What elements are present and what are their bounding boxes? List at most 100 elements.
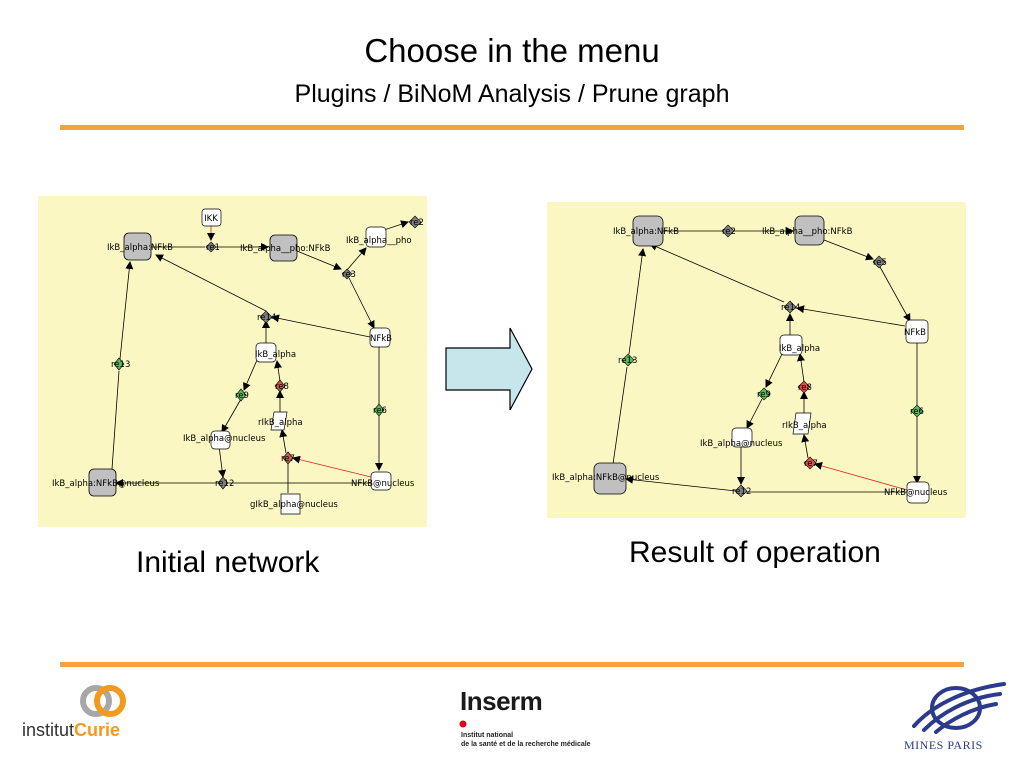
label-rikba: rIkB_alpha <box>258 418 303 428</box>
edge-re8-ikba <box>797 353 805 383</box>
reaction-re2[interactable] <box>408 215 422 229</box>
edge-complex-re13 <box>111 370 120 470</box>
edge-nfkbnuc-re7 <box>814 462 908 491</box>
label-pho-nfkb: IkB_alpha__pho:NFkB <box>240 244 331 254</box>
edges <box>111 220 409 493</box>
label-nfkb: NFkB <box>370 334 392 344</box>
label-ikk: IKK <box>204 214 218 224</box>
label-rikba: rIkB_alpha <box>782 421 827 431</box>
edge-re13-ikbanfkb <box>628 248 647 355</box>
mines-name: MINES PARIS <box>904 738 983 752</box>
edge-ikba-re9 <box>765 353 783 388</box>
label-re3: re3 <box>342 270 356 280</box>
edges <box>612 227 921 493</box>
label-re14: re14 <box>257 313 276 323</box>
node-ikba-nucleus[interactable] <box>210 430 231 450</box>
reaction-re2[interactable] <box>721 224 735 238</box>
reaction-re7[interactable] <box>803 456 817 470</box>
label-ikba-pho: IkB_alpha__pho <box>346 236 412 246</box>
top-divider <box>60 125 964 130</box>
curie-prefix: institut <box>22 720 75 740</box>
inserm-logo: Inserm Institut national de la santé et … <box>458 686 628 750</box>
edge-re8-ikba <box>274 360 282 382</box>
label-re6: re6 <box>373 406 387 416</box>
reaction-nodes <box>621 224 924 498</box>
label-re9: re9 <box>235 391 249 401</box>
node-ikba-nfkb[interactable] <box>632 215 664 247</box>
label-re9: re9 <box>757 390 771 400</box>
curie-wordmark: institutCurie <box>22 719 120 741</box>
reaction-re1[interactable] <box>205 241 217 253</box>
reaction-re3[interactable] <box>341 268 353 280</box>
label-re13: re13 <box>618 356 637 366</box>
node-nfkb[interactable] <box>905 319 929 344</box>
reaction-re8[interactable] <box>274 379 286 393</box>
edge-re3-nfkb <box>348 277 375 329</box>
reaction-re5[interactable] <box>872 255 886 269</box>
node-ikba[interactable] <box>779 334 803 356</box>
result-network-panel: IkB_alpha:NFkB IkB_alpha__pho:NFkB NFkB … <box>547 202 966 518</box>
node-complex-nucleus[interactable] <box>593 462 627 495</box>
node-pho-nfkb[interactable] <box>269 234 298 262</box>
reaction-re12[interactable] <box>217 476 229 490</box>
label-nfkb-nucleus: NFkB@nucleus <box>351 479 415 489</box>
node-nfkb-nucleus[interactable] <box>370 471 392 491</box>
node-nfkb[interactable] <box>369 327 391 348</box>
edge-re9-ikbanuc <box>221 398 242 433</box>
edge-pho-re3 <box>296 250 342 271</box>
transition-arrow <box>445 327 533 411</box>
edge-complex-re13 <box>612 366 628 465</box>
node-ikba-pho[interactable] <box>365 226 387 248</box>
label-complex-nucleus: IkB_alpha:NFkB@nucleus <box>552 473 660 483</box>
reaction-re9[interactable] <box>757 387 771 401</box>
slide-subtitle: Plugins / BiNoM Analysis / Prune graph <box>294 80 730 108</box>
label-complex-nucleus: IkB_alpha:NFkB@nucleus <box>52 479 160 489</box>
edge-re13-ikbanfkb <box>119 261 134 360</box>
curie-rings-icon <box>80 685 126 717</box>
label-nfkb-nucleus: NFkB@nucleus <box>884 488 948 498</box>
reaction-re13[interactable] <box>113 357 125 371</box>
label-pho-nfkb: IkB_alpha__pho:NFkB <box>762 227 853 237</box>
node-ikba[interactable] <box>255 342 277 363</box>
slide-title: Choose in the menu <box>364 32 660 69</box>
label-ikba-nfkb: IkB_alpha:NFkB <box>107 243 173 253</box>
reaction-re14[interactable] <box>259 310 273 324</box>
reaction-re13[interactable] <box>621 353 635 367</box>
species-nodes <box>88 208 392 515</box>
result-network-diagram: IkB_alpha:NFkB IkB_alpha__pho:NFkB NFkB … <box>547 202 966 518</box>
reaction-re12[interactable] <box>734 484 748 498</box>
inserm-line2: de la santé et de la recherche médicale <box>461 741 591 748</box>
node-nfkb-nucleus[interactable] <box>906 481 930 504</box>
bottom-divider <box>60 662 964 667</box>
inserm-line1: Institut national <box>461 732 514 739</box>
node-ikba-nucleus[interactable] <box>731 427 753 448</box>
node-rikba[interactable] <box>270 411 288 431</box>
reaction-re9[interactable] <box>235 388 247 402</box>
edge-re7-rikba <box>279 429 288 454</box>
reaction-nodes <box>113 215 422 490</box>
node-gikba-nucleus[interactable] <box>280 493 301 515</box>
label-re13: re13 <box>111 360 130 370</box>
reaction-re7[interactable] <box>282 451 294 465</box>
label-ikba: IkB_alpha <box>255 350 296 360</box>
edge-re3-ikbapho <box>346 247 367 271</box>
reaction-re14[interactable] <box>783 300 797 314</box>
species-nodes <box>593 215 930 504</box>
reaction-re8[interactable] <box>797 380 811 394</box>
label-re12: re12 <box>215 479 234 489</box>
label-gikba-nucleus: gIkB_alpha@nucleus <box>250 500 338 510</box>
edge-nfkb-re14 <box>271 314 371 338</box>
reaction-re6[interactable] <box>910 404 924 418</box>
node-ikk[interactable] <box>201 208 222 227</box>
initial-network-panel: IKK IkB_alpha:NFkB IkB_alpha__pho:NFkB I… <box>38 196 427 527</box>
label-re6: re6 <box>910 407 924 417</box>
initial-network-diagram: IKK IkB_alpha:NFkB IkB_alpha__pho:NFkB I… <box>38 196 427 527</box>
node-complex-nucleus[interactable] <box>88 468 117 497</box>
node-rikba[interactable] <box>792 412 812 435</box>
node-ikba-nfkb[interactable] <box>123 232 152 261</box>
reaction-re6[interactable] <box>373 403 385 417</box>
arrow-shape <box>445 327 533 411</box>
node-pho-nfkb[interactable] <box>794 215 825 246</box>
label-re7: re7 <box>281 454 295 464</box>
label-re12: re12 <box>732 487 751 497</box>
